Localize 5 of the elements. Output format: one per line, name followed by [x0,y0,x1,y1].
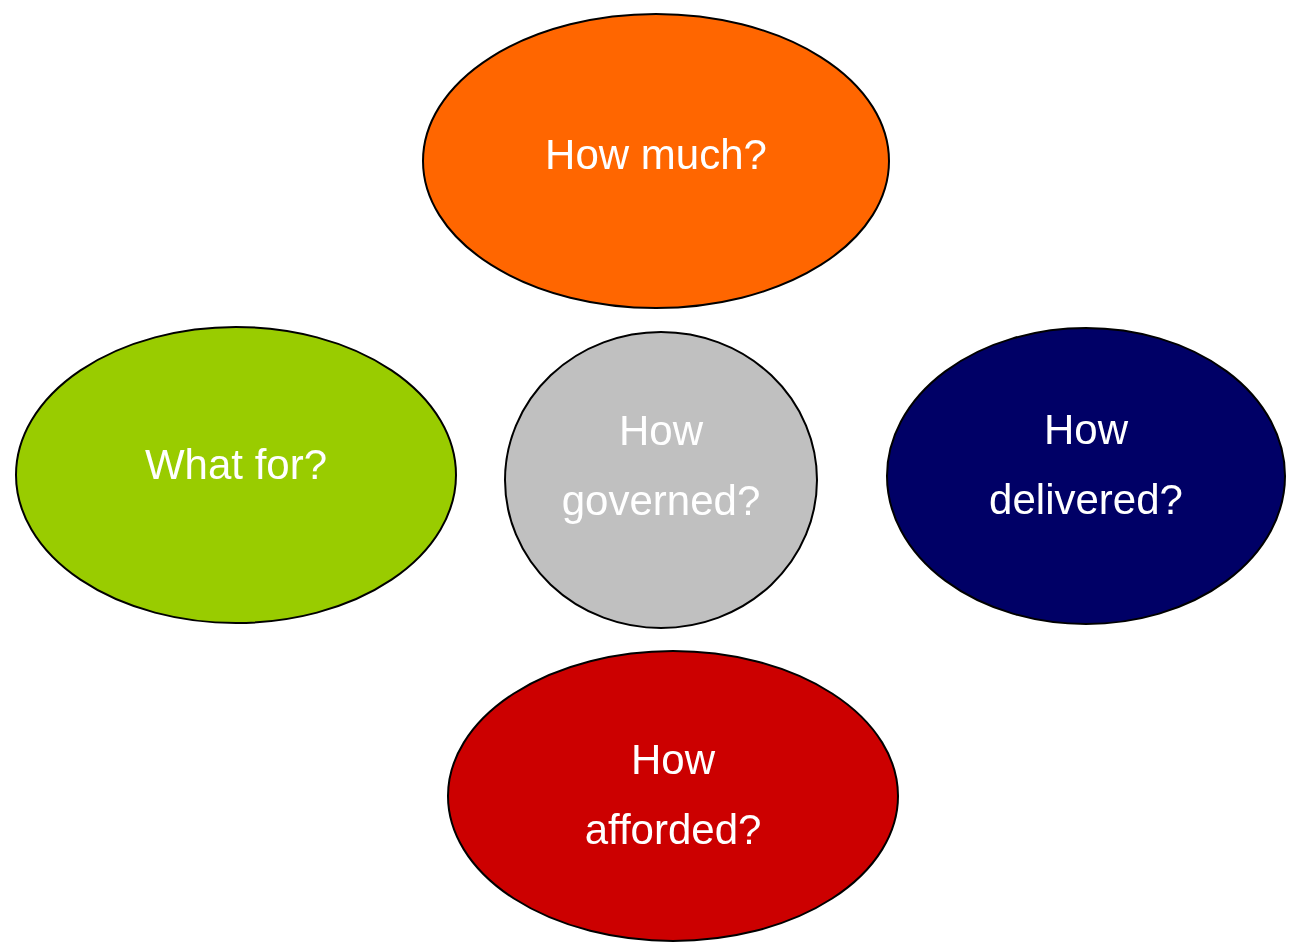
question-label: What for? [143,440,329,490]
question-label: How governed? [560,406,762,526]
question-label: How afforded? [583,735,763,855]
question-label: How much? [544,130,768,180]
question-label: How delivered? [988,405,1184,525]
